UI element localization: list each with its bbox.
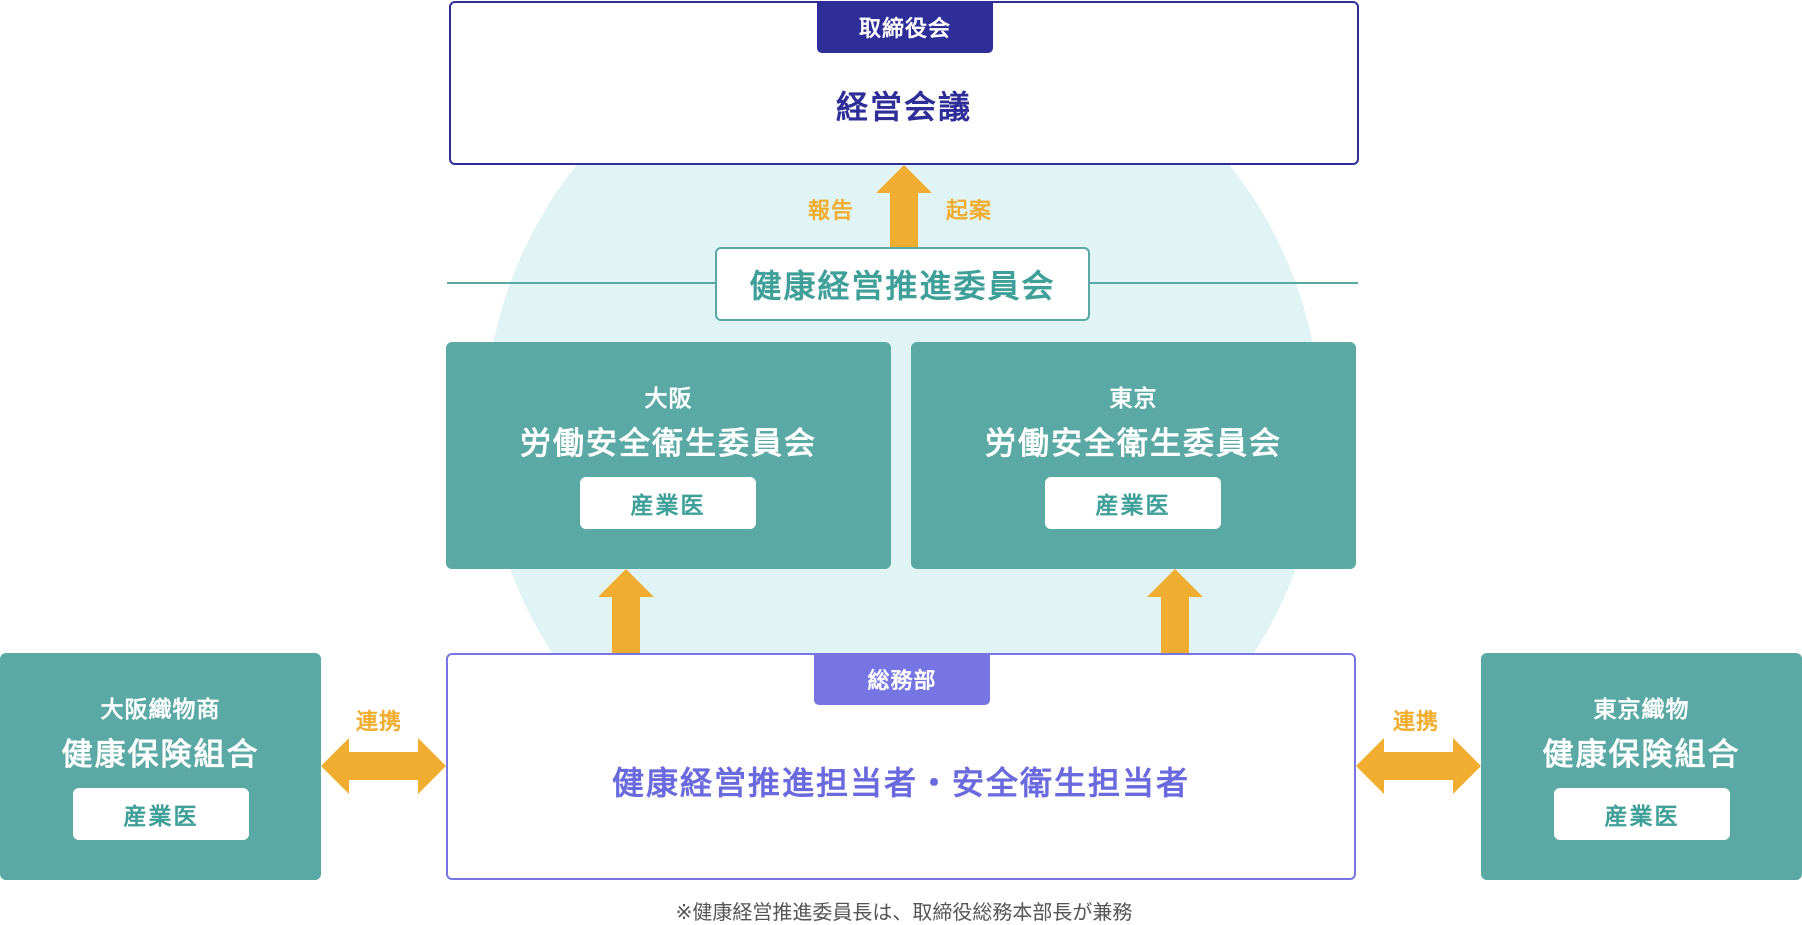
management-meeting-title: 経営会議 (835, 88, 972, 126)
general-affairs-title: 健康経営推進担当者・安全衛生担当者 (611, 764, 1190, 802)
proposal-label: 起案 (946, 199, 993, 224)
osaka-union-title: 健康保険組合 (61, 737, 260, 773)
footnote: ※健康経営推進委員長は、取締役総務本部長が兼務 (675, 900, 1133, 924)
committee-line-left (447, 282, 715, 284)
tokyo-union-doctor: 産業医 (1554, 788, 1730, 840)
report-up-arrow (876, 165, 932, 248)
osaka-safety-committee: 大阪 労働安全衛生委員会 産業医 (446, 342, 891, 569)
osaka-region-label: 大阪 (644, 386, 693, 412)
tokyo-safety-committee: 東京 労働安全衛生委員会 産業医 (911, 342, 1356, 569)
osaka-union-doctor: 産業医 (73, 788, 249, 840)
health-management-committee: 健康経営推進委員会 (715, 247, 1090, 321)
osaka-up-arrow (598, 569, 654, 653)
tokyo-union-org-label: 東京織物 (1593, 697, 1690, 723)
tokyo-committee-title: 労働安全衛生委員会 (985, 426, 1282, 462)
left-link-label: 連携 (356, 710, 403, 735)
tokyo-union-title: 健康保険組合 (1542, 737, 1741, 773)
committee-line-right (1090, 282, 1358, 284)
board-of-directors-tag: 取締役会 (817, 1, 993, 53)
tokyo-industrial-doctor: 産業医 (1045, 477, 1221, 529)
left-link-double-arrow (321, 738, 446, 794)
tokyo-up-arrow (1147, 569, 1203, 653)
osaka-health-insurance-union: 大阪織物商 健康保険組合 産業医 (0, 653, 321, 880)
right-link-double-arrow (1356, 738, 1481, 794)
tokyo-region-label: 東京 (1109, 386, 1158, 412)
right-link-label: 連携 (1393, 710, 1440, 735)
osaka-union-org-label: 大阪織物商 (100, 697, 221, 723)
tokyo-health-insurance-union: 東京織物 健康保険組合 産業医 (1481, 653, 1802, 880)
osaka-committee-title: 労働安全衛生委員会 (520, 426, 817, 462)
general-affairs-tag: 総務部 (814, 653, 990, 705)
report-label: 報告 (808, 199, 855, 224)
osaka-industrial-doctor: 産業医 (580, 477, 756, 529)
